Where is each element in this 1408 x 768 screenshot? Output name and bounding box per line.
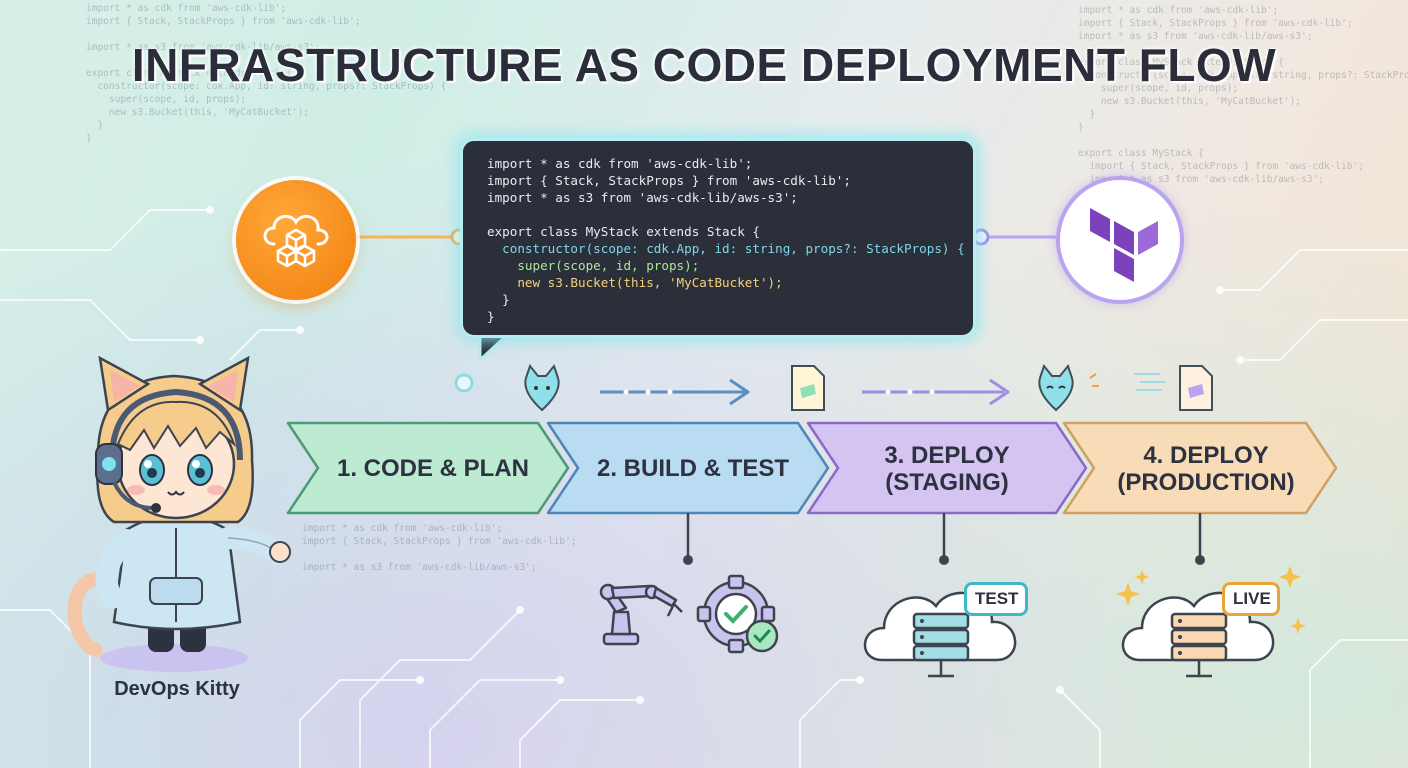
step-4-arrow	[1062, 421, 1338, 515]
code-line-8: new s3.Bucket(this, 'MyCatBucket');	[487, 275, 783, 290]
page-title: INFRASTRUCTURE AS CODE DEPLOYMENT FLOW	[131, 39, 1277, 91]
step-4-label: 4. DEPLOY (PRODUCTION)	[1094, 442, 1318, 496]
code-editor-panel: import * as cdk from 'aws-cdk-lib'; impo…	[460, 138, 976, 338]
terraform-icon	[1090, 208, 1158, 282]
robot-arm-icon	[599, 583, 683, 646]
code-line-2: import { Stack, StackProps } from 'aws-c…	[487, 173, 851, 188]
test-badge: TEST	[964, 582, 1028, 616]
code-line-6: constructor(scope: cdk.App, id: string, …	[487, 241, 965, 256]
document-icon	[1179, 365, 1213, 411]
live-badge: LIVE	[1222, 582, 1280, 616]
faint-code-middle: import * as cdk from 'aws-cdk-lib'; impo…	[302, 523, 577, 573]
devops-kitty-character	[67, 355, 291, 672]
mini-cat-happy-icon	[1038, 363, 1074, 412]
step-3-label: 3. DEPLOY (STAGING)	[838, 442, 1056, 496]
mini-cat-icon	[524, 363, 560, 412]
faint-code-top-left: import * as cdk from 'aws-cdk-lib'; impo…	[86, 3, 447, 144]
faint-code-top-right: import * as cdk from 'aws-cdk-lib'; impo…	[1078, 5, 1408, 185]
sparkle-icon	[1116, 566, 1306, 634]
terraform-logo	[1056, 176, 1184, 304]
step-3-title: 3. DEPLOY	[884, 442, 1010, 469]
character-name: DevOps Kitty	[114, 678, 240, 700]
step-4-title: 4. DEPLOY	[1143, 442, 1269, 469]
step-1-arrow	[286, 421, 570, 515]
step-1-label: 1. CODE & PLAN	[336, 455, 530, 482]
step-2-arrow	[546, 421, 830, 515]
code-line-1: import * as cdk from 'aws-cdk-lib';	[487, 156, 753, 171]
code-line-5: export class MyStack extends Stack {	[487, 224, 760, 239]
step-3-subtitle: (STAGING)	[885, 469, 1009, 496]
document-icon	[791, 365, 825, 411]
step-2-label: 2. BUILD & TEST	[596, 455, 789, 482]
code-line-7: super(scope, id, props);	[487, 258, 700, 273]
aws-cdk-cloud-cubes-icon	[263, 214, 329, 268]
step-4-subtitle: (PRODUCTION)	[1117, 469, 1295, 496]
aws-cdk-logo	[236, 180, 356, 300]
gear-check-icon	[696, 574, 779, 654]
code-line-9: }	[487, 292, 510, 307]
code-line-3: import * as s3 from 'aws-cdk-lib/aws-s3'…	[487, 190, 798, 205]
code-line-10: }	[487, 309, 495, 324]
code-snippet: import * as cdk from 'aws-cdk-lib'; impo…	[487, 155, 965, 325]
step-3-arrow	[806, 421, 1088, 515]
